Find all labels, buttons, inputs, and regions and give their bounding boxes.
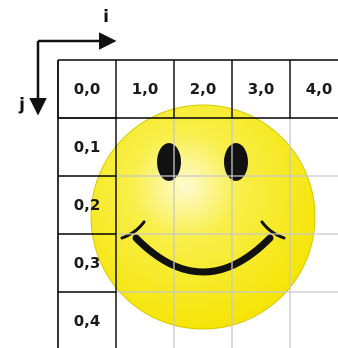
grid-cell-label: 0,2	[74, 196, 101, 214]
smiley-face	[91, 105, 315, 329]
grid-cell-label: 1,0	[132, 80, 159, 98]
smiley-right-eye	[224, 143, 248, 181]
smiley-left-eye	[157, 143, 181, 181]
grid-cell-label: 0,1	[74, 138, 101, 156]
grid-cell-label: 0,0	[74, 80, 101, 98]
grid-cell-label: 0,4	[74, 312, 101, 330]
axis-indicator: i j	[18, 7, 113, 115]
grid-cell-label: 4,0	[306, 80, 333, 98]
grid-cell-label: 3,0	[248, 80, 275, 98]
smiley-face-disc	[91, 105, 315, 329]
grid-cell-label: 2,0	[190, 80, 217, 98]
grid-cell-label: 0,3	[74, 254, 101, 272]
i-axis-label: i	[103, 7, 109, 27]
j-axis-label: j	[18, 95, 25, 115]
